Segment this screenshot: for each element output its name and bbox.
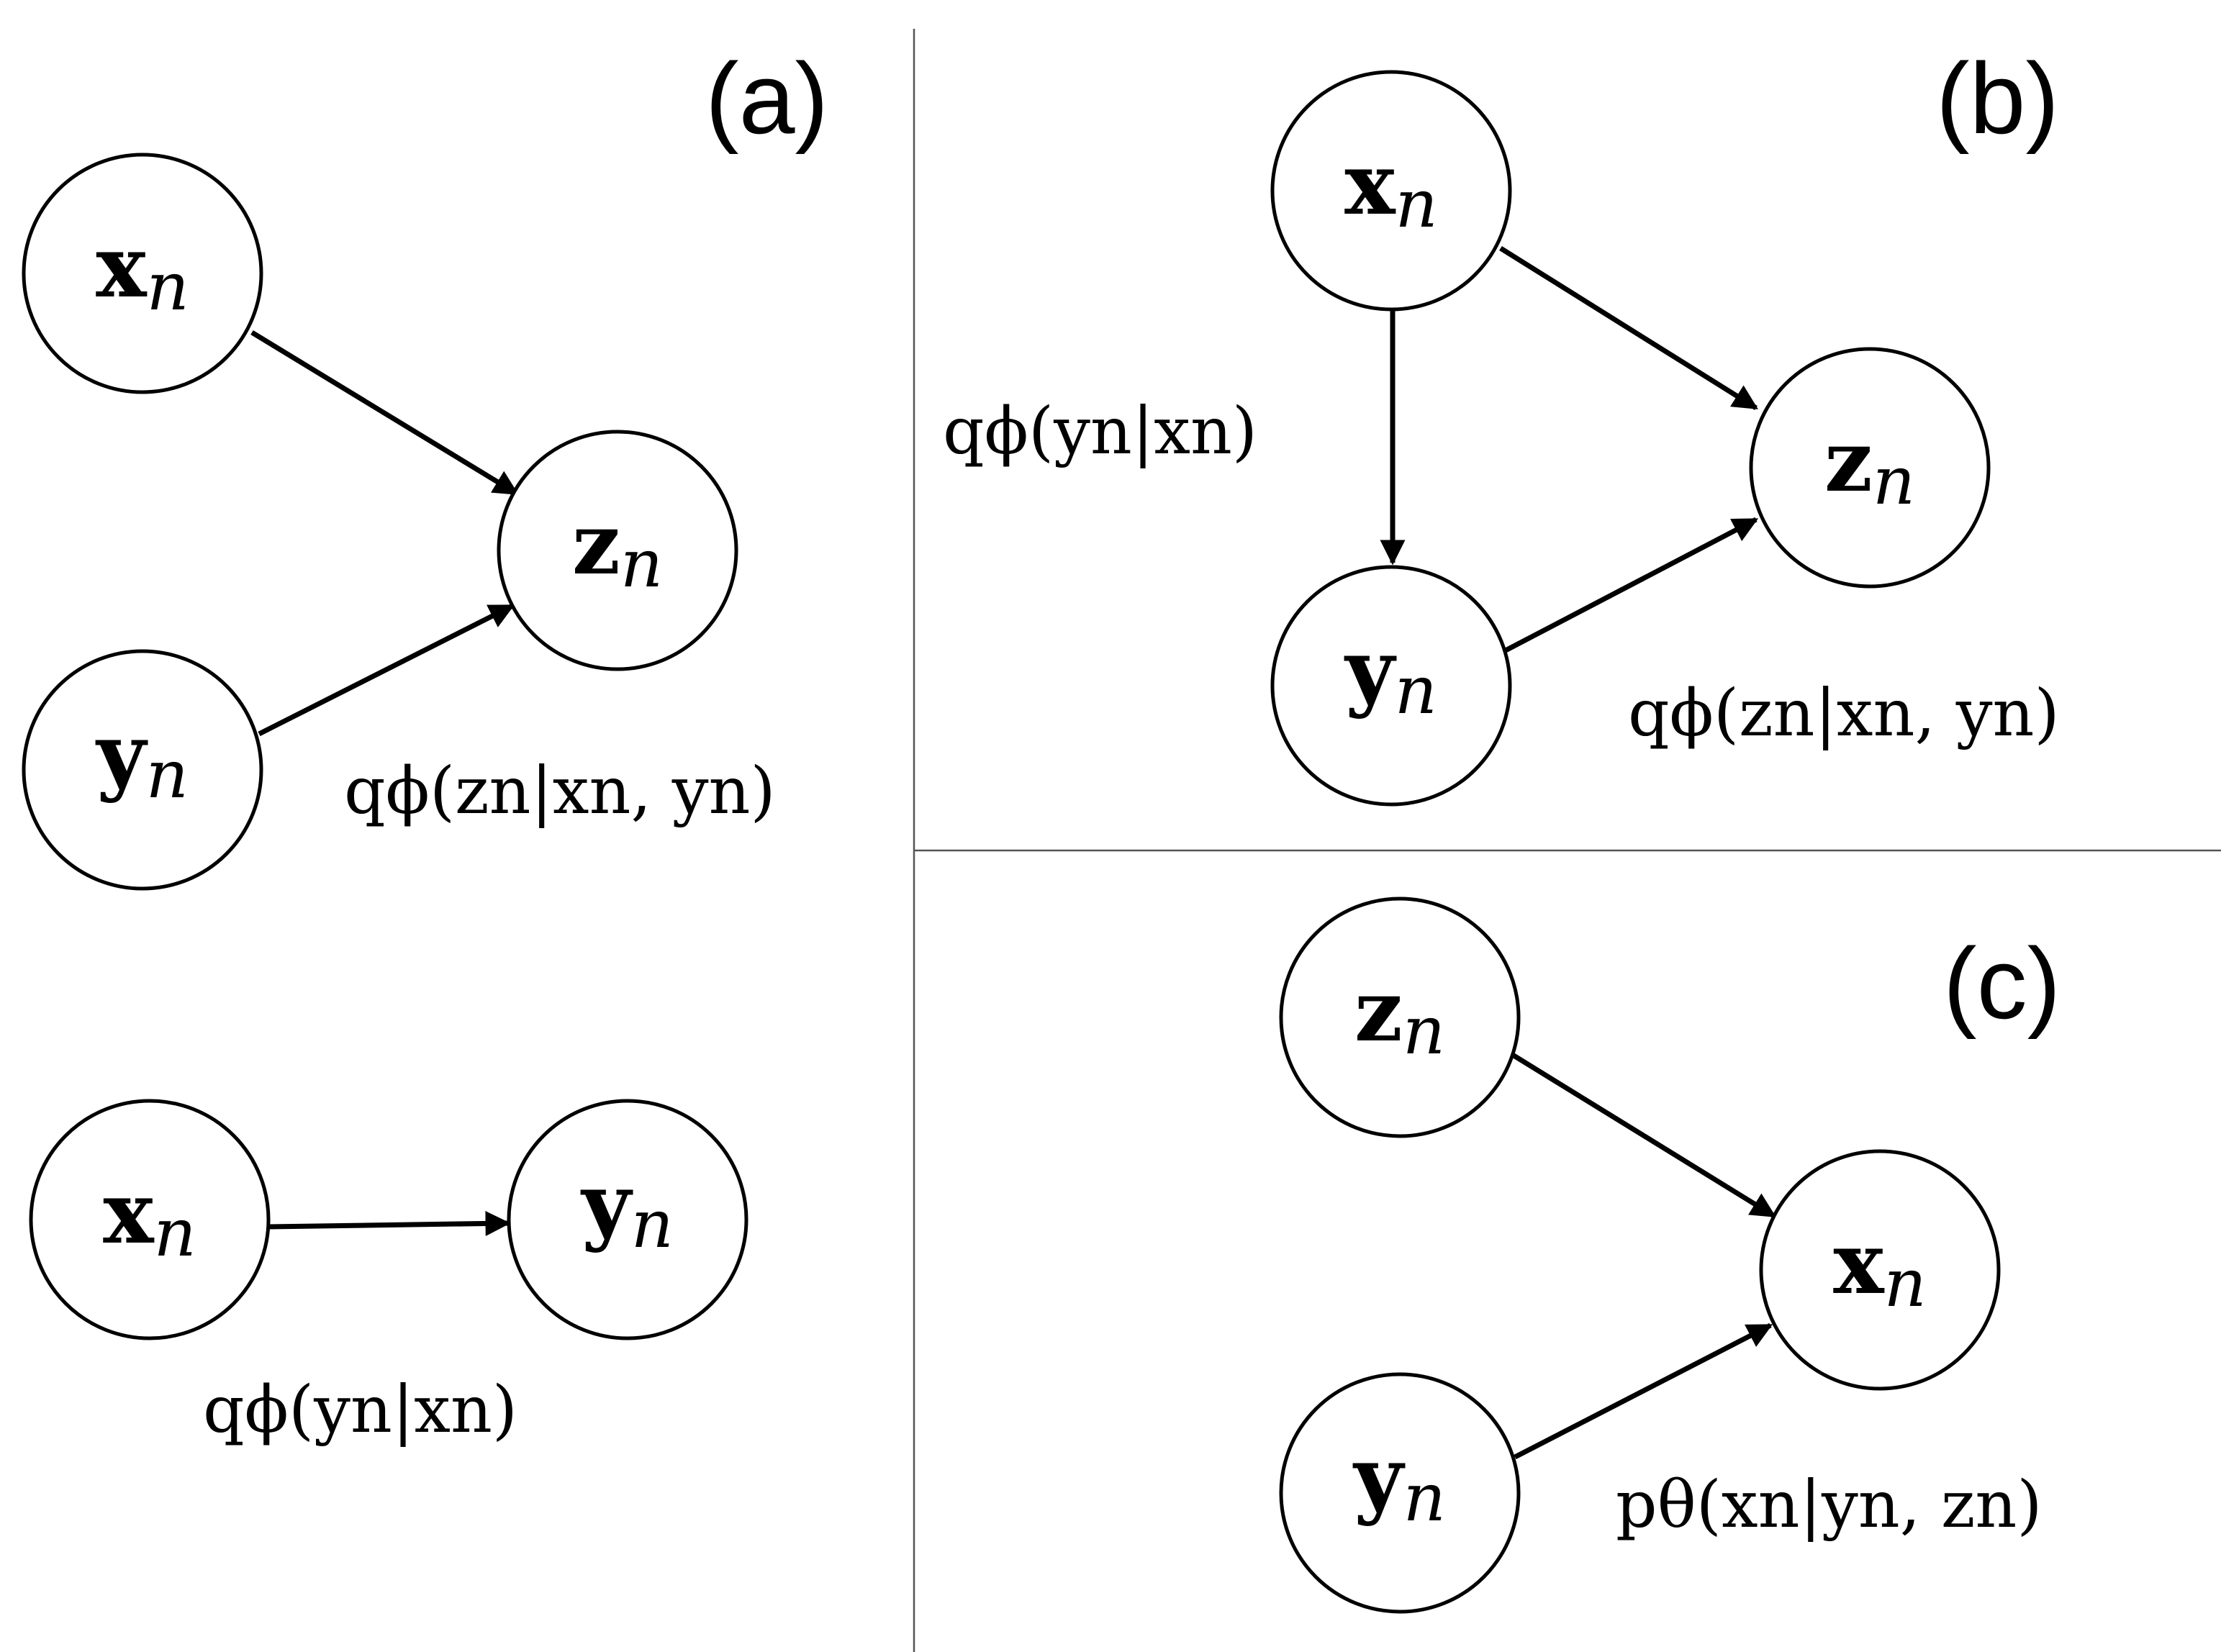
node-subscript: n [1403,1459,1446,1536]
svg-text:zn: zn [1824,411,1915,519]
svg-text:xn: xn [1833,1213,1927,1322]
node-symbol: x [96,217,148,317]
node-subscript: n [631,1186,674,1263]
node-a-y: yn [22,649,263,891]
node-subscript: n [1395,652,1437,729]
svg-text:xn: xn [96,217,189,325]
node-a-z: zn [497,430,738,671]
panel-label-c: (c) [1943,927,2061,1040]
edge-b-y-to-z [1503,517,1759,654]
node-a2-x: xn [29,1099,271,1340]
panel-label-a: (a) [705,42,828,155]
node-c-y: yn [1279,1372,1521,1614]
node-b-x: xn [1270,70,1512,312]
node-subscript: n [620,525,663,602]
formula-b-z: qϕ(zn|xn, yn) [1628,676,2060,751]
svg-text:yn: yn [95,704,189,813]
node-symbol: z [1354,961,1403,1061]
node-symbol: y [580,1154,633,1254]
node-symbol: x [1833,1213,1885,1313]
svg-text:xn: xn [103,1163,196,1271]
node-subscript: n [154,1194,196,1271]
node-subscript: n [1403,992,1445,1069]
node-subscript: n [1396,165,1438,242]
edge-a-x-to-z [250,330,519,496]
node-subscript: n [1873,442,1915,519]
node-symbol: y [1344,620,1397,720]
formula-b-y: qϕ(yn|xn) [943,394,1257,469]
node-symbol: x [103,1163,155,1263]
edge-c-z-to-x [1510,1052,1776,1218]
formula-a-y: qϕ(yn|xn) [203,1372,517,1448]
node-c-x: xn [1759,1149,2001,1391]
node-a-x: xn [22,153,263,394]
edge-c-y-to-x [1514,1322,1773,1460]
node-c-z: zn [1279,897,1521,1138]
node-subscript: n [147,248,189,325]
edge-a2-x-to-y [267,1210,511,1236]
node-symbol: y [95,704,148,804]
svg-text:yn: yn [1344,620,1437,729]
node-a2-y: yn [507,1099,748,1340]
node-subscript: n [146,736,189,813]
formula-a-z: qϕ(zn|xn, yn) [344,753,776,829]
svg-text:xn: xn [1344,134,1438,242]
node-subscript: n [1884,1245,1927,1322]
node-b-y: yn [1270,565,1512,807]
node-b-z: zn [1749,347,1991,589]
node-symbol: z [572,494,620,594]
node-symbol: z [1824,411,1873,511]
formula-c-x: pθ(xn|yn, zn) [1616,1467,2042,1543]
panel-label-b: (b) [1936,42,2059,155]
svg-text:zn: zn [1354,961,1445,1069]
svg-text:yn: yn [580,1154,674,1263]
edge-a-y-to-z [258,603,515,737]
edge-b-x-to-z [1499,246,1758,410]
svg-text:zn: zn [572,494,663,602]
svg-text:yn: yn [1352,1428,1446,1536]
node-symbol: y [1352,1428,1406,1528]
node-symbol: x [1344,134,1396,234]
